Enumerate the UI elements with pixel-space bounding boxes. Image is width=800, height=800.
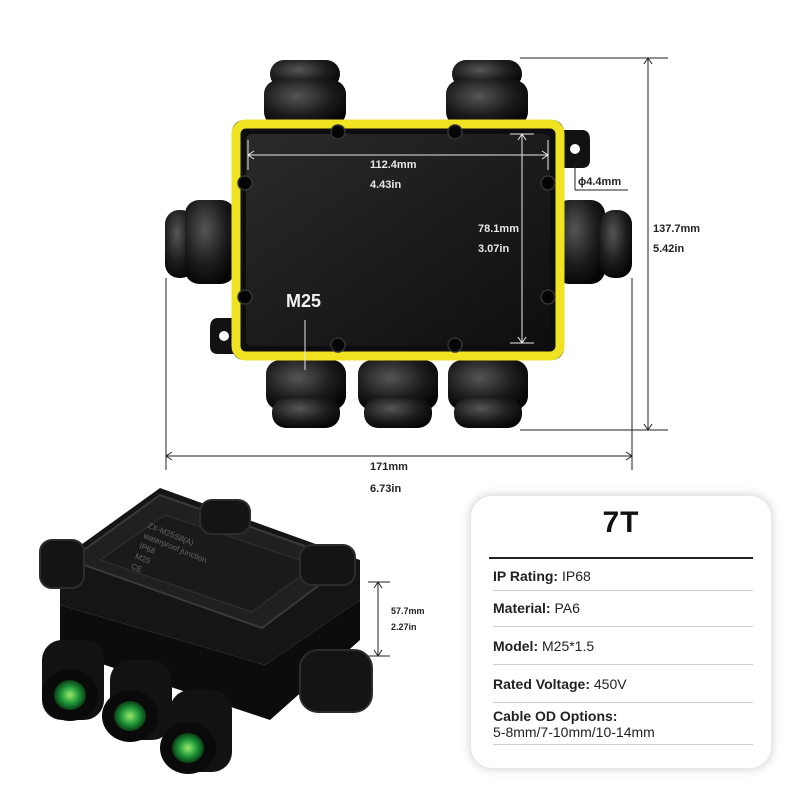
gland-size-label: M25 bbox=[286, 291, 322, 311]
spec-key: IP Rating: bbox=[493, 568, 559, 584]
title-divider bbox=[489, 557, 753, 559]
cable-gland-top-right bbox=[446, 60, 528, 126]
spec-row-ip: IP Rating: IP68 bbox=[493, 568, 753, 591]
spec-value: PA6 bbox=[554, 600, 580, 616]
spec-key: Cable OD Options: bbox=[493, 708, 618, 724]
cable-gland-bottom-2 bbox=[358, 360, 438, 428]
spec-card: 7T IP Rating: IP68 Material: PA6 Model: … bbox=[470, 495, 772, 769]
spec-row-model: Model: M25*1.5 bbox=[493, 638, 753, 665]
total-height-mm: 137.7mm bbox=[653, 223, 701, 235]
front-glands bbox=[42, 640, 232, 774]
depth-in: 2.27in bbox=[391, 622, 417, 632]
inner-height-mm: 78.1mm bbox=[478, 223, 519, 235]
spec-value: M25*1.5 bbox=[542, 638, 595, 654]
spec-row-voltage: Rated Voltage: 450V bbox=[493, 676, 753, 703]
spec-value: 450V bbox=[593, 676, 627, 692]
total-width-mm: 171mm bbox=[370, 461, 408, 473]
spec-title: 7T bbox=[602, 506, 640, 539]
spec-row-material: Material: PA6 bbox=[493, 600, 753, 627]
spec-row-cable-od: Cable OD Options: 5-8mm/7-10mm/10-14mm bbox=[493, 708, 753, 745]
cable-gland-right bbox=[555, 200, 632, 284]
spec-value: IP68 bbox=[561, 568, 591, 584]
spec-key: Material: bbox=[493, 600, 551, 616]
cable-gland-bottom-1 bbox=[266, 360, 346, 428]
spec-key: Rated Voltage: bbox=[493, 676, 590, 692]
hole-diameter-label: ϕ4.4mm bbox=[578, 176, 622, 188]
depth-mm: 57.7mm bbox=[391, 606, 425, 616]
total-height-in: 5.42in bbox=[653, 243, 685, 255]
cable-gland-left bbox=[165, 200, 235, 284]
cable-gland-bottom-3 bbox=[448, 360, 528, 428]
yellow-gasket bbox=[231, 119, 565, 361]
inner-width-in: 4.43in bbox=[370, 179, 402, 191]
total-width-in: 6.73in bbox=[370, 483, 402, 495]
spec-value: 5-8mm/7-10mm/10-14mm bbox=[493, 724, 655, 740]
cable-gland-top-left bbox=[264, 60, 346, 126]
inner-height-in: 3.07in bbox=[478, 243, 510, 255]
spec-key: Model: bbox=[493, 638, 539, 654]
inner-width-mm: 112.4mm bbox=[370, 159, 417, 171]
